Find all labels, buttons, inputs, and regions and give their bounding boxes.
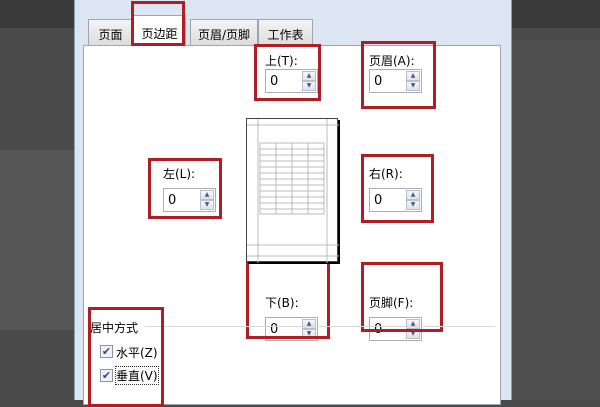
bottom-value: 0 [270,322,279,337]
header-value: 0 [374,74,383,89]
tab-margins[interactable]: 页边距 [133,15,186,46]
tab-header-footer[interactable]: 页眉/页脚 [190,19,258,46]
vertical-label[interactable]: 垂直(V) [115,366,159,385]
horizontal-checkbox[interactable]: ✔ [100,345,113,358]
separator [145,326,495,327]
highlight-box [254,44,321,101]
spin-up-icon[interactable]: ▲ [406,190,420,200]
tab-page[interactable]: 页面 [88,19,133,46]
vertical-checkbox[interactable]: ✔ [100,369,113,382]
background-content-right [512,40,600,400]
page-preview [246,118,339,263]
highlight-box [131,1,185,46]
bottom-label: 下(B): [265,296,299,310]
spin-up-icon[interactable]: ▲ [302,71,316,81]
header-label: 页眉(A): [369,54,415,68]
left-label: 左(L): [163,167,196,181]
highlight-box [361,262,443,332]
centering-title: 居中方式 [90,321,139,335]
header-margin-input[interactable]: 0 ▲▼ [369,69,422,93]
left-value: 0 [168,193,177,208]
left-margin-input[interactable]: 0 ▲▼ [163,188,216,212]
right-label: 右(R): [369,167,403,181]
top-margin-input[interactable]: 0 ▲▼ [265,69,318,93]
highlight-box [148,158,222,219]
spin-up-icon[interactable]: ▲ [406,319,420,329]
spin-down-icon[interactable]: ▼ [406,200,420,210]
footer-label: 页脚(F): [369,296,414,310]
tab-sheet[interactable]: 工作表 [258,19,313,46]
highlight-box [88,307,164,407]
right-margin-input[interactable]: 0 ▲▼ [369,188,422,212]
highlight-box [361,41,436,109]
highlight-box [246,261,330,339]
spin-down-icon[interactable]: ▼ [302,81,316,91]
top-value: 0 [270,74,279,89]
page-preview-graphic [247,119,339,263]
spin-down-icon[interactable]: ▼ [406,81,420,91]
spin-down-icon[interactable]: ▼ [200,200,214,210]
top-label: 上(T): [265,54,298,68]
horizontal-label[interactable]: 水平(Z) [116,346,158,360]
spin-up-icon[interactable]: ▲ [302,319,316,329]
spin-up-icon[interactable]: ▲ [406,71,420,81]
background-content [0,150,74,330]
spin-up-icon[interactable]: ▲ [200,190,214,200]
highlight-box [361,154,434,223]
right-value: 0 [374,193,383,208]
